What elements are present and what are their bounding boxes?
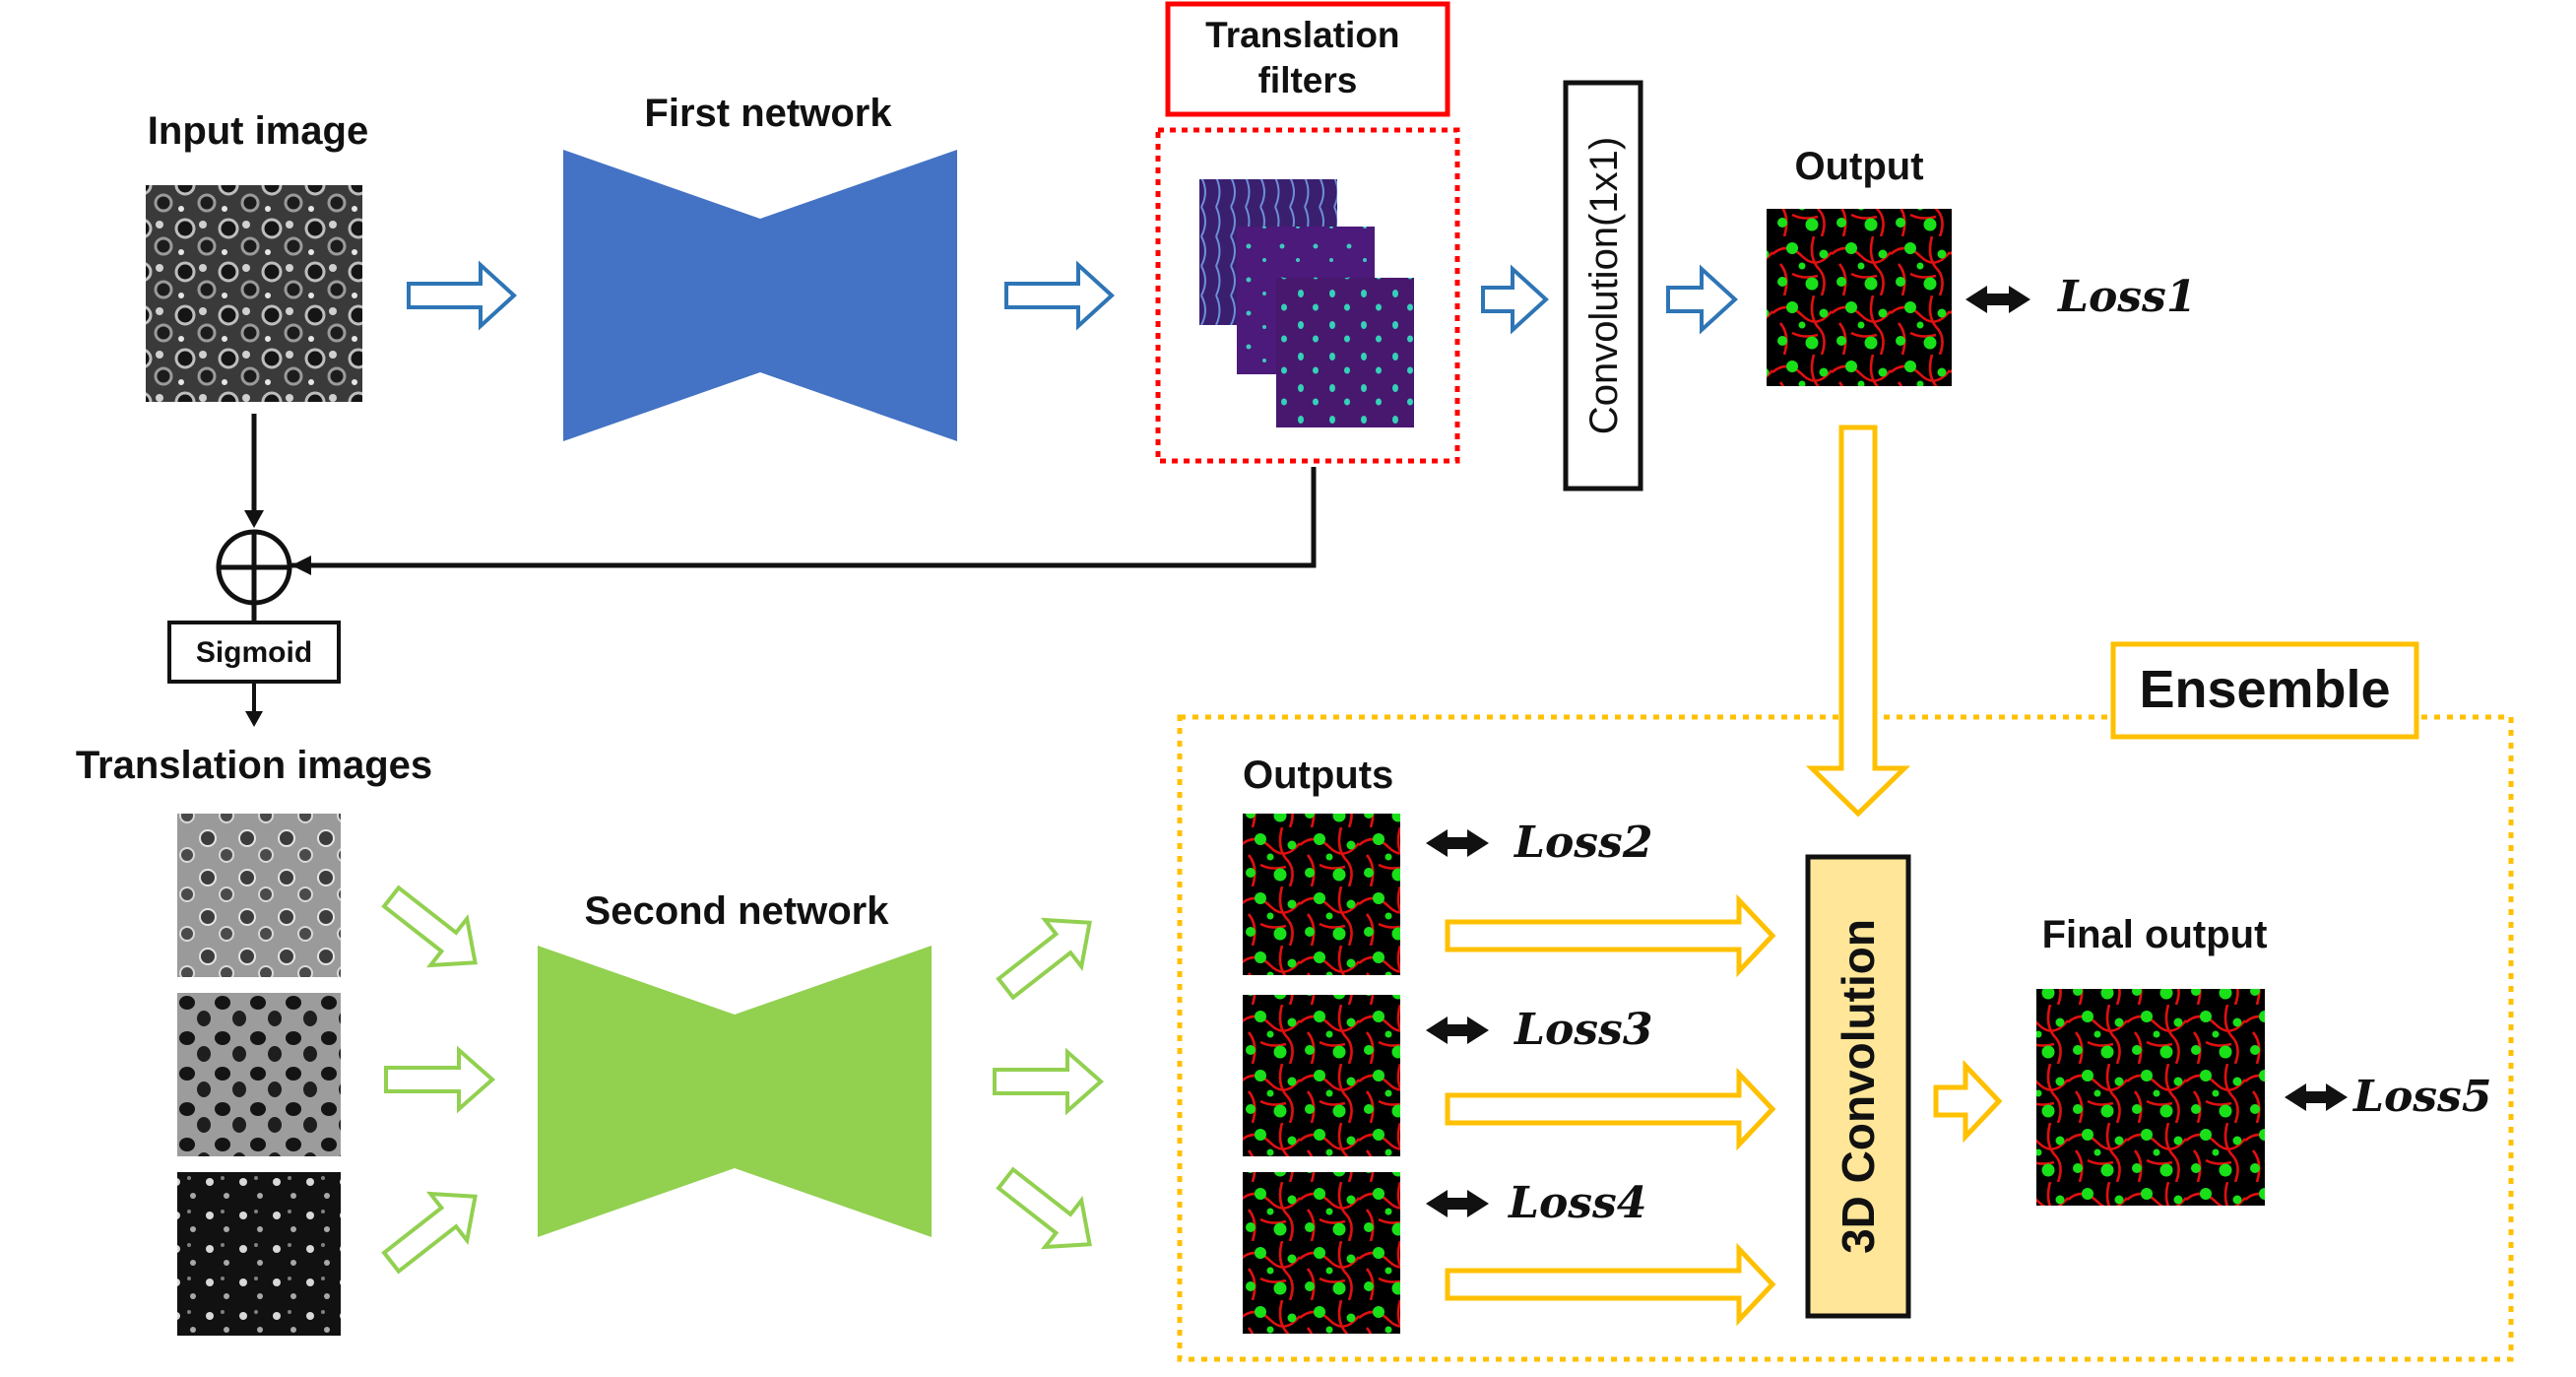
output-label: Output — [1794, 145, 1923, 188]
double-arrow-icon-loss4 — [1426, 1190, 1489, 1217]
translation-filter-map-3 — [1276, 278, 1414, 427]
flow-arrow-conv1x1-to-output — [1666, 264, 1738, 335]
translation-filters-box — [1155, 127, 1460, 464]
flow-arrow-output-3-to-3d-conv — [1445, 1067, 1776, 1151]
conv3d-label: 3D Convolution — [1833, 919, 1884, 1254]
sigmoid-label: Sigmoid — [196, 636, 312, 669]
output-4-image — [1243, 1172, 1400, 1334]
flow-arrow-input-to-first-network — [407, 260, 517, 331]
output-3-image — [1243, 995, 1400, 1156]
input-image — [146, 185, 362, 402]
feedback-arrowhead — [291, 556, 311, 575]
flow-arrow-output-4-to-3d-conv — [1445, 1242, 1776, 1327]
loss4-label: Loss4 — [1507, 1178, 1646, 1228]
flow-arrow-second-network-to-output-4 — [996, 1166, 1092, 1250]
double-arrow-icon-loss2 — [1426, 829, 1489, 857]
flow-arrow-translation-3-to-second-network — [381, 1191, 478, 1275]
outputs-label: Outputs — [1243, 754, 1393, 797]
translation-image-2 — [177, 993, 341, 1156]
conv1x1-box — [1563, 80, 1643, 492]
output-image — [1767, 209, 1952, 386]
flow-arrow-translation-2-to-second-network — [384, 1045, 496, 1114]
filters-feedback-line — [291, 467, 1317, 568]
ensemble-label: Ensemble — [2139, 660, 2390, 719]
translation-image-1 — [177, 814, 341, 977]
double-arrow-icon-loss3 — [1426, 1016, 1489, 1044]
second-network-label: Second network — [585, 889, 890, 933]
first-network-label: First network — [644, 92, 892, 135]
loss3-label: Loss3 — [1513, 1005, 1652, 1055]
double-arrow-icon-loss1 — [1965, 286, 2030, 313]
loss5-label: Loss5 — [2351, 1072, 2491, 1122]
output-2-image — [1243, 814, 1400, 975]
flow-arrow-second-network-to-output-3 — [993, 1047, 1105, 1116]
final-output-label: Final output — [2042, 913, 2268, 956]
input-to-sum-arrowhead — [244, 510, 264, 528]
flow-arrow-filters-to-conv1x1 — [1481, 264, 1549, 335]
translation-filters-label: Translation filters — [1205, 15, 1410, 100]
double-arrow-icon-loss5 — [2285, 1083, 2348, 1111]
loss1-label: Loss1 — [2056, 272, 2196, 322]
flow-arrow-second-network-to-output-2 — [996, 917, 1092, 1001]
flow-arrow-output-2-to-3d-conv — [1445, 893, 1776, 978]
conv1x1-label: Convolution(1x1) — [1582, 137, 1626, 434]
translation-filters-label-box — [1165, 1, 1450, 117]
translation-image-3 — [177, 1172, 341, 1336]
flow-arrow-3d-conv-to-final-output — [1933, 1059, 2003, 1144]
sigmoid-arrowhead — [245, 711, 263, 727]
sigmoid-box — [167, 621, 341, 684]
flow-arrow-translation-1-to-second-network — [381, 885, 478, 968]
flow-arrow-first-network-to-filters — [1004, 260, 1115, 331]
final-output-image — [2036, 989, 2265, 1206]
conv3d-box — [1805, 854, 1911, 1319]
ensemble-label-box — [2110, 641, 2419, 740]
translation-images-label: Translation images — [76, 744, 432, 787]
circle-plus-icon — [216, 529, 292, 606]
loss2-label: Loss2 — [1513, 818, 1652, 868]
input-image-label: Input image — [148, 109, 368, 153]
first-network-shape — [563, 150, 957, 441]
second-network-shape — [538, 946, 932, 1237]
flow-arrow-output-to-3d-conv — [1805, 425, 1911, 818]
